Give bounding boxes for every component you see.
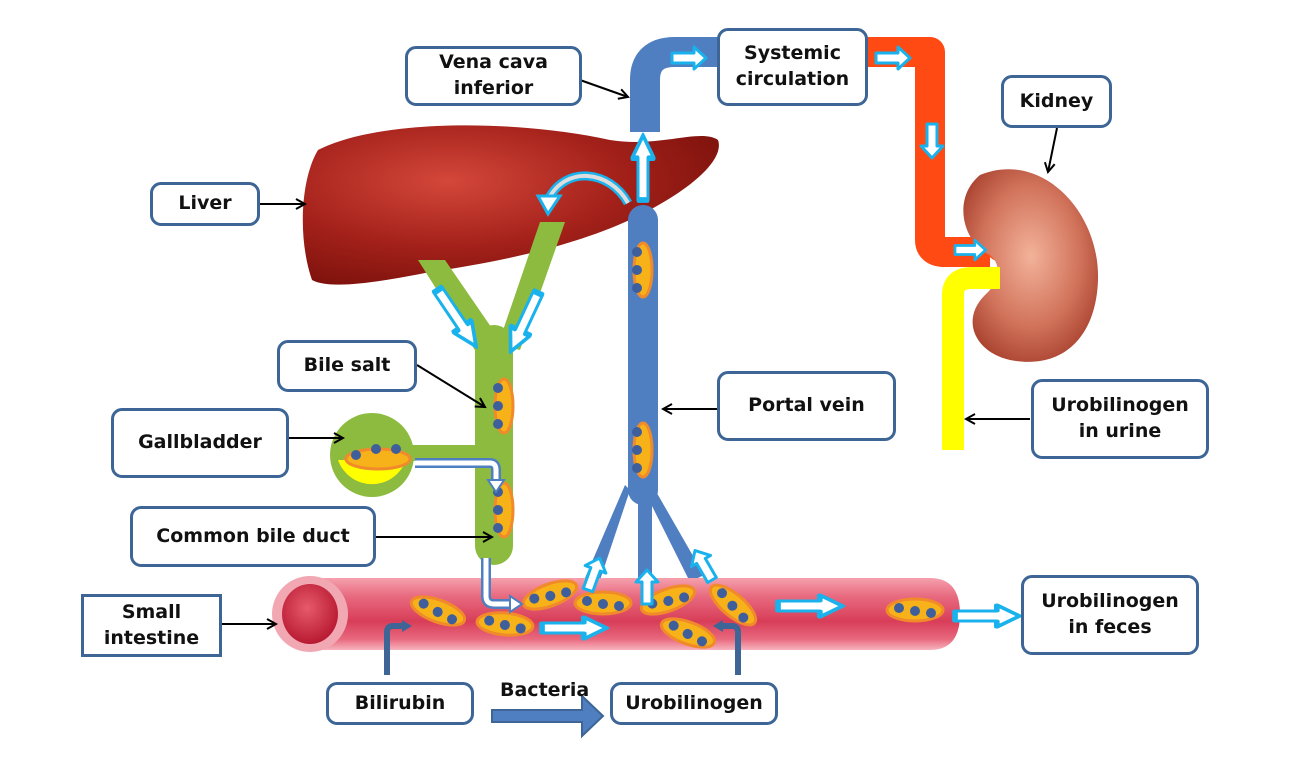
label-gallbladder: Gallbladder xyxy=(111,408,289,478)
label-common-bile-duct: Common bile duct xyxy=(130,506,376,567)
systemic-artery-vessel xyxy=(866,37,990,267)
ureter-vessel xyxy=(942,267,1000,450)
label-small-intestine: Small intestine xyxy=(81,594,222,657)
intestine-molecule xyxy=(573,590,633,616)
bilirubin-pointer xyxy=(384,623,405,675)
label-bilirubin: Bilirubin xyxy=(326,682,474,725)
intestine-molecule xyxy=(885,597,945,623)
small-intestine-organ xyxy=(272,576,960,652)
label-systemic-circulation: Systemic circulation xyxy=(717,28,868,106)
label-kidney: Kidney xyxy=(1001,75,1112,128)
liver-organ xyxy=(302,125,719,285)
kidney-organ xyxy=(963,169,1099,362)
label-bile-salt: Bile salt xyxy=(277,340,417,392)
bile-salt-molecule xyxy=(491,377,515,435)
urobilinogen-pointer xyxy=(720,623,741,675)
gallbladder-molecule xyxy=(344,444,412,471)
bacteria-conversion-arrow-icon xyxy=(491,693,605,739)
label-vena-cava-inferior: Vena cava inferior xyxy=(405,46,582,106)
leader-line xyxy=(579,79,628,97)
flow-arrow-icon xyxy=(955,605,1020,627)
portal-molecule xyxy=(630,241,654,299)
leader-line xyxy=(416,364,485,407)
leader-line xyxy=(1048,127,1058,172)
portal-molecule xyxy=(630,421,654,479)
label-portal-vein: Portal vein xyxy=(717,371,896,441)
label-urobilinogen: Urobilinogen xyxy=(610,682,778,725)
label-urobilinogen-in-urine: Urobilinogen in urine xyxy=(1031,379,1209,459)
label-liver: Liver xyxy=(150,182,260,226)
label-bacteria: Bacteria xyxy=(500,679,590,701)
label-urobilinogen-in-feces: Urobilinogen in feces xyxy=(1021,575,1199,655)
